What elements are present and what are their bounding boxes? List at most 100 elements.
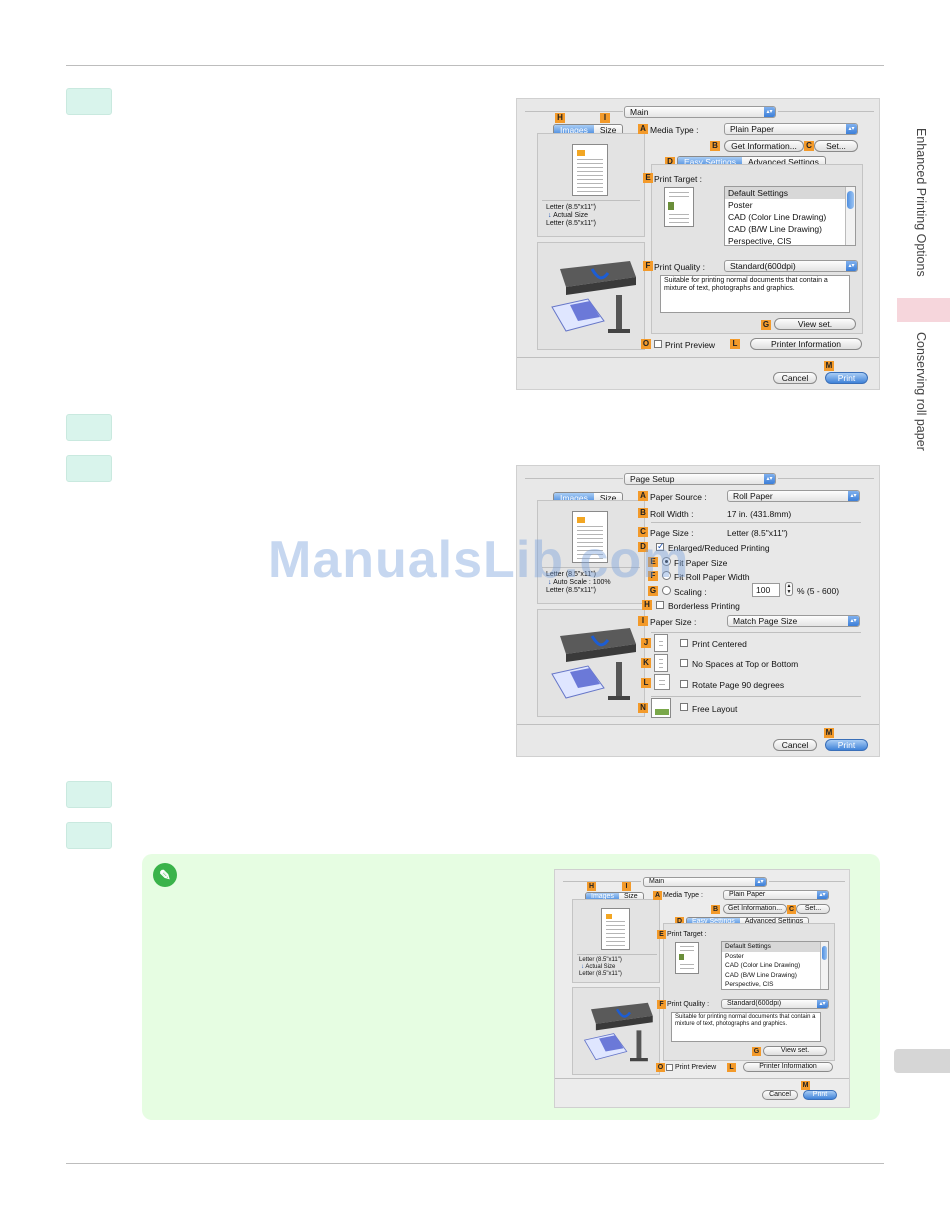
tab-size[interactable]: Size xyxy=(623,893,638,900)
scaling-stepper[interactable]: ▲▼ xyxy=(785,582,793,596)
step-marker xyxy=(66,88,112,115)
badge-m: M xyxy=(824,728,834,738)
free-layout-checkbox[interactable] xyxy=(680,703,688,711)
view-set-button[interactable]: View set. xyxy=(774,318,856,330)
tab-advanced-settings[interactable]: Advanced Settings xyxy=(744,918,804,925)
media-type-select[interactable]: Plain Paper▴▾ xyxy=(724,123,858,135)
fit-paper-size-radio[interactable] xyxy=(662,557,671,566)
set-button[interactable]: Set... xyxy=(814,140,858,152)
printer-information-button[interactable]: Printer Information xyxy=(750,338,862,350)
print-target-list[interactable]: Default Settings Poster CAD (Color Line … xyxy=(724,186,856,246)
enlarged-reduced-checkbox[interactable] xyxy=(656,541,665,552)
cancel-button[interactable]: Cancel xyxy=(762,1090,798,1100)
tab-images[interactable]: Images xyxy=(554,125,594,135)
list-item[interactable]: CAD (B/W Line Drawing) xyxy=(728,224,822,234)
badge-g: G xyxy=(648,586,658,596)
paper-size-select[interactable]: Match Page Size▴▾ xyxy=(727,615,860,627)
rotate-page-icon xyxy=(654,674,670,690)
paper-preview xyxy=(601,908,630,950)
paper-preview xyxy=(572,144,608,196)
badge-a: A xyxy=(653,891,662,900)
list-item[interactable]: Poster xyxy=(725,952,744,960)
print-button[interactable]: Print xyxy=(825,372,868,384)
print-preview-checkbox[interactable] xyxy=(666,1064,673,1071)
no-spaces-checkbox[interactable] xyxy=(680,659,688,667)
get-information-button[interactable]: Get Information... xyxy=(723,904,787,914)
print-button[interactable]: Print xyxy=(803,1090,837,1100)
paper-size-line3: Letter (8.5"x11") xyxy=(546,220,596,227)
print-preview-checkbox[interactable] xyxy=(654,340,662,348)
printer-icon xyxy=(551,261,636,333)
print-target-list[interactable]: Default Settings Poster CAD (Color Line … xyxy=(721,941,829,990)
scaling-range: % (5 - 600) xyxy=(797,586,840,596)
list-scrollbar[interactable] xyxy=(820,942,828,989)
list-item[interactable]: Perspective, CIS xyxy=(725,981,774,988)
list-item[interactable]: Default Settings xyxy=(725,187,855,199)
printer-icon xyxy=(583,1002,653,1062)
main-dialog: Main▴▾ H I Images Size Letter (8.5"x11")… xyxy=(516,98,880,390)
badge-f: F xyxy=(643,261,653,271)
paper-preview-panel: Letter (8.5"x11") ↓ Auto Scale : 100% Le… xyxy=(537,500,645,604)
side-tab-enhanced[interactable]: Enhanced Printing Options xyxy=(914,128,928,277)
view-set-button[interactable]: View set. xyxy=(763,1046,827,1056)
paper-size-line1: Letter (8.5"x11") xyxy=(546,204,596,211)
rotate-page-checkbox[interactable] xyxy=(680,680,688,688)
page-setup-menu-select[interactable]: Page Setup▴▾ xyxy=(624,473,776,485)
side-tab-grey xyxy=(894,1049,950,1073)
side-tab-conserving[interactable]: Conserving roll paper xyxy=(914,332,928,451)
paper-preview-panel: Letter (8.5"x11") ↓ Actual Size Letter (… xyxy=(572,899,660,983)
tab-images[interactable]: Images xyxy=(554,493,594,503)
media-type-label: Media Type : xyxy=(663,892,703,899)
badge-l: L xyxy=(727,1063,736,1072)
media-type-select[interactable]: Plain Paper▴▾ xyxy=(723,890,829,900)
printer-preview-panel xyxy=(537,242,645,350)
tab-advanced-settings[interactable]: Advanced Settings xyxy=(747,157,819,167)
side-tab-marker xyxy=(897,298,950,322)
main-menu-select[interactable]: Main▴▾ xyxy=(624,106,776,118)
print-button[interactable]: Print xyxy=(825,739,868,751)
tab-easy-settings[interactable]: Easy Settings xyxy=(678,157,742,167)
tab-easy-settings[interactable]: Easy Settings xyxy=(687,918,740,926)
paper-preview xyxy=(572,511,608,563)
paper-source-select[interactable]: Roll Paper▴▾ xyxy=(727,490,860,502)
print-quality-select[interactable]: Standard(600dpi)▴▾ xyxy=(724,260,858,272)
print-quality-select[interactable]: Standard(600dpi)▴▾ xyxy=(721,999,829,1009)
list-scrollbar[interactable] xyxy=(845,187,855,245)
list-item[interactable]: CAD (B/W Line Drawing) xyxy=(725,971,797,979)
get-information-button[interactable]: Get Information... xyxy=(724,140,804,152)
badge-n: N xyxy=(638,703,648,713)
badge-h: H xyxy=(587,882,596,891)
quality-description: Suitable for printing normal documents t… xyxy=(660,275,850,313)
fit-roll-width-radio[interactable] xyxy=(662,571,671,580)
media-type-label: Media Type : xyxy=(650,125,699,135)
tab-size[interactable]: Size xyxy=(599,493,617,503)
tab-images[interactable]: Images xyxy=(586,893,619,901)
scaling-input[interactable]: 100 xyxy=(752,583,780,597)
tab-size[interactable]: Size xyxy=(599,125,617,135)
list-item[interactable]: CAD (Color Line Drawing) xyxy=(728,212,827,222)
badge-c: C xyxy=(638,527,648,537)
badge-f: F xyxy=(657,1000,666,1009)
step-marker xyxy=(66,414,112,441)
badge-b: B xyxy=(710,141,720,151)
badge-o: O xyxy=(656,1063,665,1072)
list-item[interactable]: Default Settings xyxy=(722,942,828,952)
cancel-button[interactable]: Cancel xyxy=(773,372,817,384)
badge-i: I xyxy=(622,882,631,891)
list-item[interactable]: CAD (Color Line Drawing) xyxy=(725,962,801,969)
cancel-button[interactable]: Cancel xyxy=(773,739,817,751)
print-target-preview xyxy=(664,187,694,227)
borderless-printing-checkbox[interactable] xyxy=(656,601,664,609)
badge-m: M xyxy=(824,361,834,371)
arrow-down-icon: ↓ xyxy=(548,212,552,219)
main-menu-select[interactable]: Main▴▾ xyxy=(643,877,767,887)
list-item[interactable]: Perspective, CIS xyxy=(728,236,792,246)
set-button[interactable]: Set... xyxy=(796,904,830,914)
print-centered-checkbox[interactable] xyxy=(680,639,688,647)
print-preview-label: Print Preview xyxy=(665,340,716,350)
printer-information-button[interactable]: Printer Information xyxy=(743,1062,833,1072)
list-item[interactable]: Poster xyxy=(728,200,753,210)
step-marker xyxy=(66,781,112,808)
scaling-radio[interactable] xyxy=(662,586,671,595)
badge-l: L xyxy=(730,339,740,349)
